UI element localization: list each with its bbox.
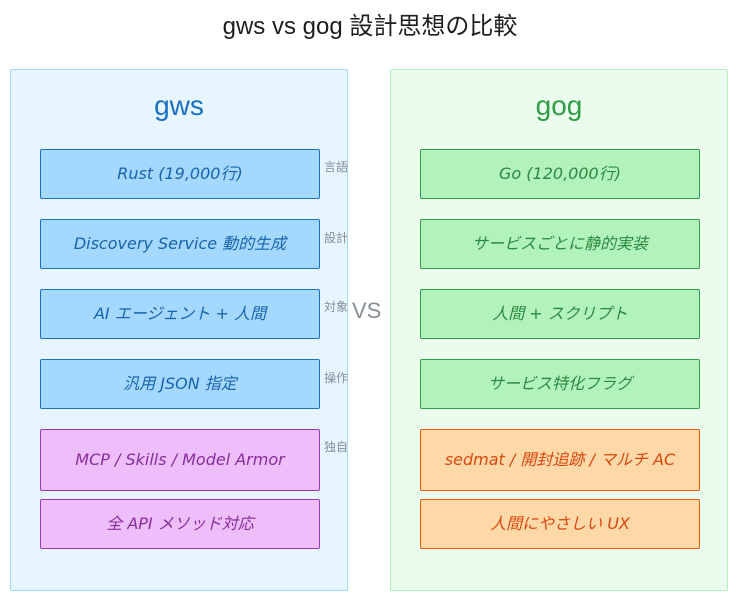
vs-label: VS: [352, 298, 382, 323]
gog-unique-box: sedmat / 開封追跡 / マルチ AC: [420, 429, 700, 491]
gog-language-box: Go (120,000行): [420, 149, 700, 199]
category-language-label: 言語: [324, 160, 349, 174]
gws-language-box: Rust (19,000行): [40, 149, 320, 199]
gog-panel-title: gog: [535, 90, 583, 121]
category-operation-label: 操作: [324, 371, 349, 385]
diagram-title: gws vs gog 設計思想の比較: [222, 13, 518, 40]
gws-api-box: 全 API メソッド対応: [40, 499, 320, 549]
category-design-label: 設計: [324, 231, 349, 245]
gog-target-box: 人間 + スクリプト: [420, 289, 700, 339]
gws-design-box: Discovery Service 動的生成: [40, 219, 320, 269]
gws-unique-box: MCP / Skills / Model Armor: [40, 429, 320, 491]
gog-design-box: サービスごとに静的実装: [420, 219, 700, 269]
gws-operation-box: 汎用 JSON 指定: [40, 359, 320, 409]
gog-operation-box: サービス特化フラグ: [420, 359, 700, 409]
gws-panel-title: gws: [154, 90, 204, 121]
gog-ux-box: 人間にやさしい UX: [420, 499, 700, 549]
category-unique-label: 独自: [324, 440, 349, 454]
category-target-label: 対象: [324, 300, 349, 314]
gws-target-box: AI エージェント + 人間: [40, 289, 320, 339]
